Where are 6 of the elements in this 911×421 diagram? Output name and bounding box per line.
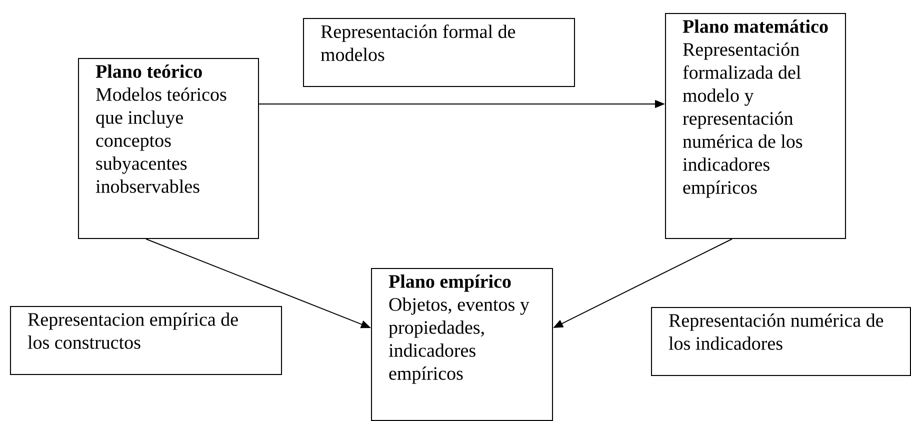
plane-box: Plano empírico Objetos, eventos y propiedades, indicadores empíricos <box>371 268 553 421</box>
plane-box: Plano teórico Modelos teóricos que incluye conceptos subyacentes inobservables <box>78 58 259 239</box>
plane-box: Plano matemático Representación formalizada del modelo y representación numérica de los indicadores empíricos <box>665 13 846 239</box>
text-box: Representación formal de modelos <box>303 18 575 87</box>
text-box: Representación numérica de los indicadores <box>651 307 911 376</box>
text-box: Representacion empírica de los constructos <box>10 306 282 375</box>
